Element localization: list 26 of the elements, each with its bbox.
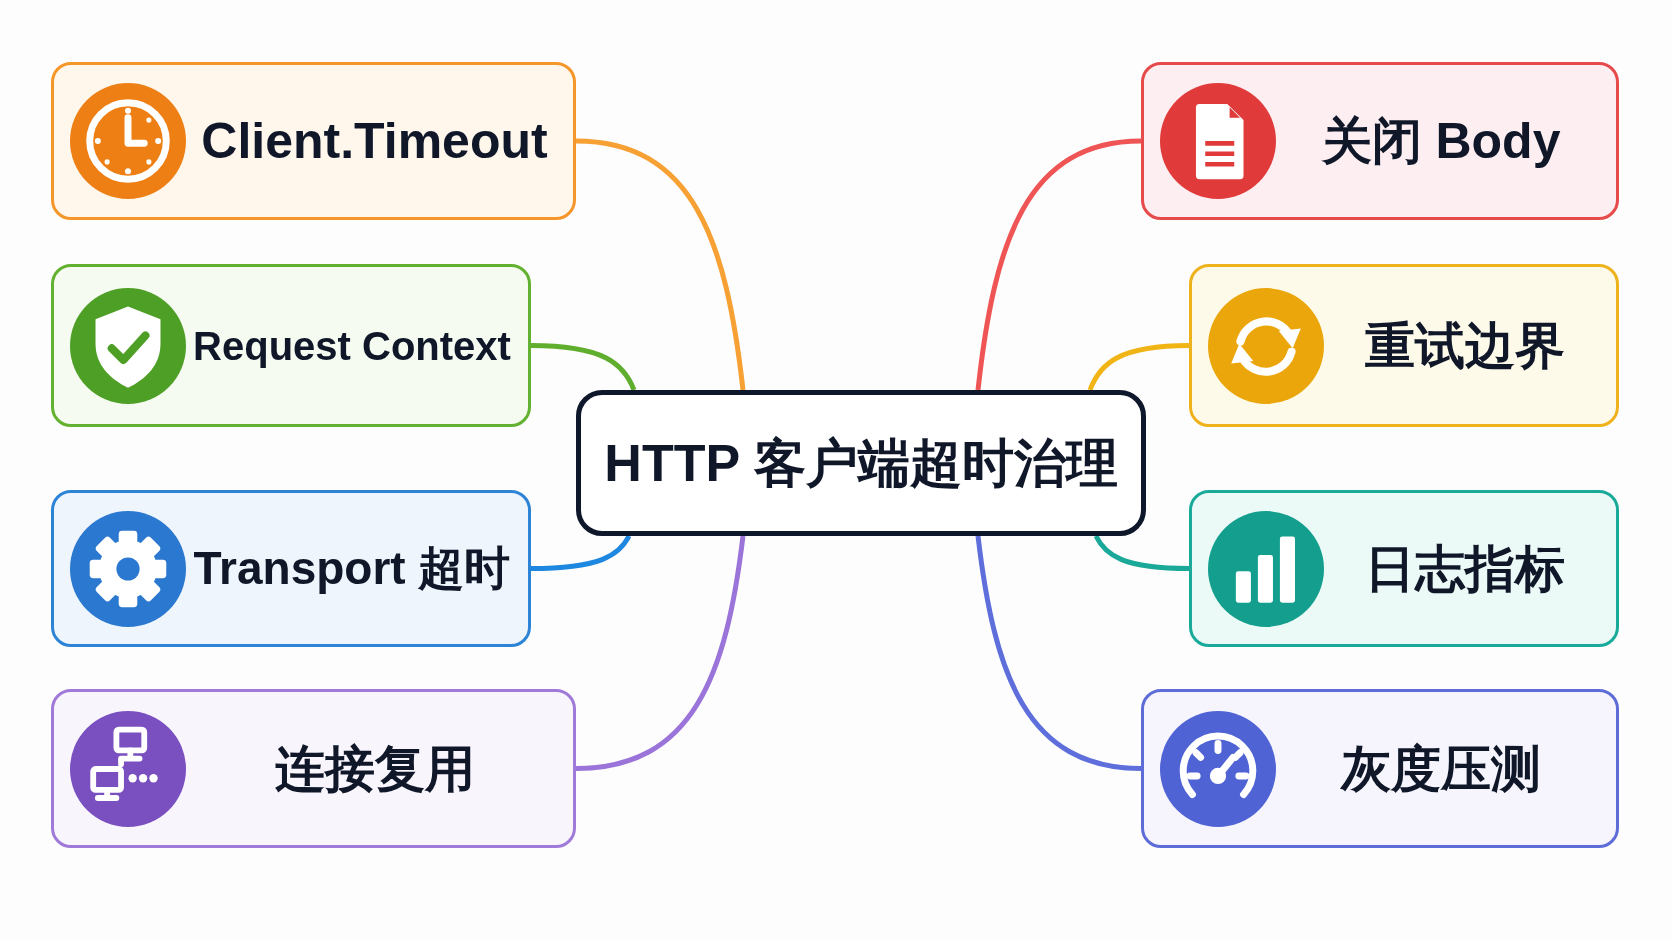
topic-label: 连接复用 <box>274 739 475 799</box>
topic-box <box>51 689 576 848</box>
central-topic-title: HTTP 客户端超时治理 <box>604 432 1118 494</box>
branch-line <box>975 535 1142 771</box>
topic-box <box>1141 62 1619 220</box>
topic-label: 关闭 Body <box>1321 112 1561 171</box>
branch-line <box>575 138 746 391</box>
branch-line <box>1087 343 1190 391</box>
topic-label: 日志指标 <box>1365 539 1565 599</box>
branch-line <box>530 343 637 391</box>
topic-label: Client.Timeout <box>201 112 548 171</box>
branch-line <box>575 535 746 771</box>
topic-box <box>1141 689 1619 848</box>
topic-box <box>51 62 576 220</box>
branch-line <box>1093 534 1190 571</box>
branch-line <box>975 138 1142 391</box>
topic-label: Request Context <box>193 322 511 370</box>
topic-label: 重试边界 <box>1365 316 1565 376</box>
topic-box <box>51 490 531 647</box>
branch-line <box>530 534 632 571</box>
topic-box <box>51 264 531 427</box>
topic-box <box>1189 264 1619 427</box>
central-topic-box <box>576 390 1146 536</box>
topic-label: Transport 超时 <box>193 540 511 596</box>
topic-box <box>1189 490 1619 647</box>
topic-label: 灰度压测 <box>1341 739 1541 799</box>
